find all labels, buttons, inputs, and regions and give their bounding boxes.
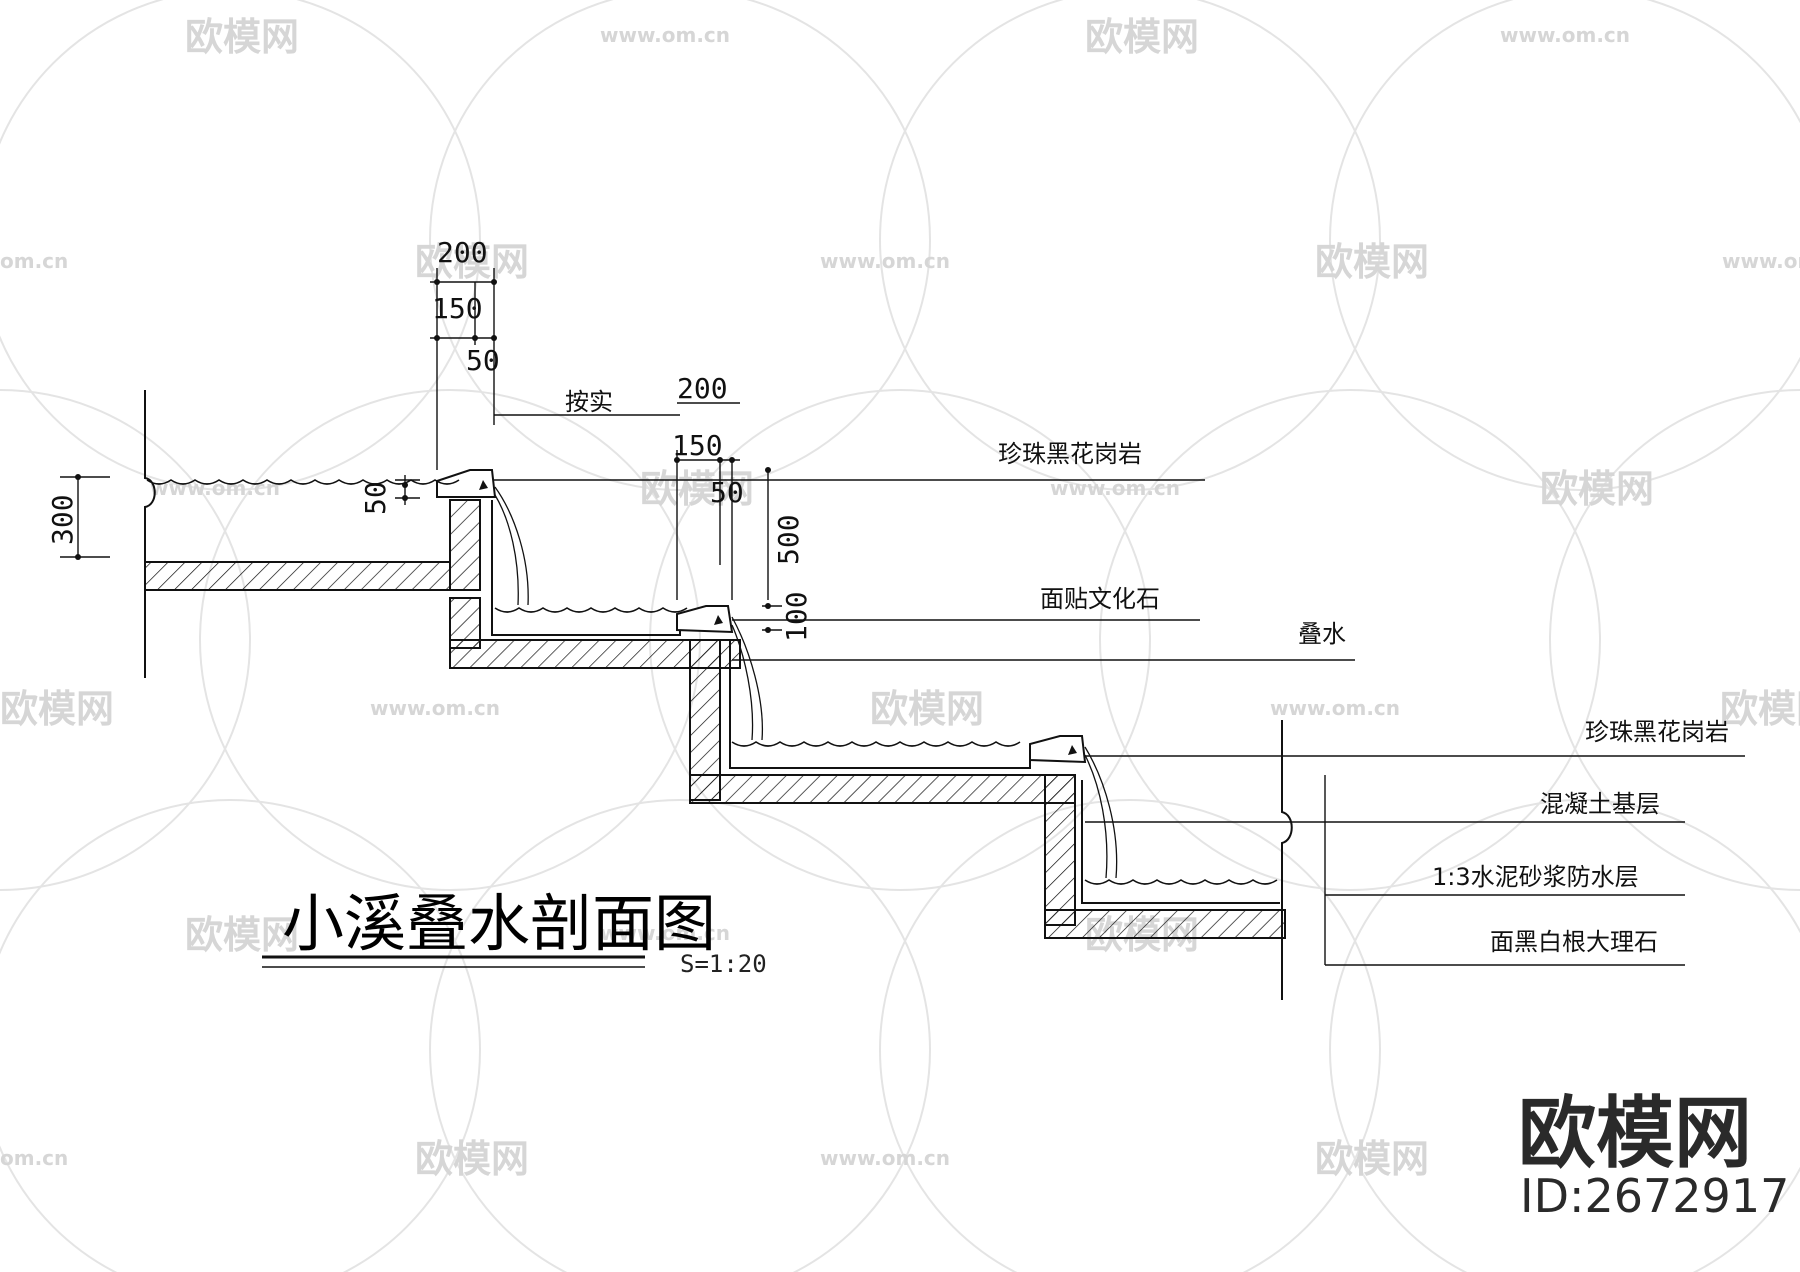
coping-1 — [436, 469, 497, 498]
liner-level-4 — [1081, 780, 1280, 904]
watermark-url: om.cn — [0, 1146, 68, 1170]
watermark-brand: 欧模网 — [870, 687, 984, 731]
label-culture-stone: 面贴文化石 — [1040, 585, 1160, 613]
label-marble: 面黑白根大理石 — [1490, 928, 1658, 956]
waterfall-streams — [494, 486, 1118, 879]
watermark-brand: 欧模网 — [185, 913, 299, 957]
drawing-scale: S=1:20 — [680, 950, 767, 978]
water-level-3 — [731, 741, 1021, 747]
slab-level-1 — [144, 561, 451, 591]
dim-50-left: 50 — [359, 481, 392, 515]
watermark-url: www.om.cn — [600, 921, 730, 945]
watermark-url: www.om.cn — [370, 696, 500, 720]
watermark-url: om.cn — [0, 249, 68, 273]
dim-150-mid: 150 — [672, 429, 723, 462]
watermark-brand: 欧模网 — [1085, 15, 1199, 59]
leader-lines — [494, 479, 1745, 966]
dim-50-top: 50 — [466, 344, 500, 377]
label-concrete-base: 混凝土基层 — [1540, 790, 1660, 818]
cascade-section — [144, 390, 1293, 1000]
watermark-url: www.om.cn — [820, 249, 950, 273]
material-labels: 珍珠黑花岗岩 面贴文化石 叠水 珍珠黑花岗岩 混凝土基层 1:3水泥砂浆防水层 … — [998, 440, 1729, 956]
wall-1-upper — [449, 499, 481, 591]
watermark-brand: 欧模网 — [1315, 1137, 1429, 1181]
watermark-brand: 欧模网 — [640, 467, 754, 511]
watermark-url: www.om.cn — [150, 476, 280, 500]
dim-200-mid: 200 — [677, 372, 728, 405]
watermark-brand: 欧模网 — [1720, 687, 1800, 731]
label-granite-top: 珍珠黑花岗岩 — [998, 440, 1142, 468]
watermark-brand: 欧模网 — [415, 1137, 529, 1181]
left-boundary — [144, 390, 156, 678]
label-waterproof: 1:3水泥砂浆防水层 — [1432, 863, 1639, 891]
watermark-url: www.om.cn — [600, 23, 730, 47]
watermark-url: www.om.cn — [1500, 23, 1630, 47]
water-level-4 — [1084, 879, 1278, 885]
watermark-url: www.om.cn — [1270, 696, 1400, 720]
coping-3 — [1029, 735, 1087, 764]
dimension-ticks — [75, 279, 771, 633]
watermark-brand: 欧模网 — [1540, 467, 1654, 511]
watermark-texts: 欧模网 www.om.cn 欧模网 www.om.cn om.cn 欧模网 ww… — [0, 15, 1800, 1181]
dim-150-top: 150 — [432, 292, 483, 325]
right-boundary — [1281, 720, 1293, 1000]
dim-500: 500 — [772, 514, 805, 565]
watermark-url: www.om.cn — [1722, 249, 1800, 273]
label-granite-right: 珍珠黑花岗岩 — [1585, 718, 1729, 746]
watermark-brand: 欧模网 — [0, 687, 114, 731]
wall-3 — [1044, 774, 1076, 926]
water-level-2 — [494, 607, 688, 613]
dimension-texts: 200 150 50 按实 200 150 50 500 100 300 50 — [46, 236, 813, 642]
coping-2 — [676, 605, 734, 634]
dim-50-mid: 50 — [710, 476, 744, 509]
watermark-brand: 欧模网 — [185, 15, 299, 59]
brand-name: 欧模网 — [1518, 1089, 1752, 1179]
dim-as-built: 按实 — [565, 388, 613, 416]
watermark-brand: 欧模网 — [415, 240, 529, 284]
dim-200-top: 200 — [437, 236, 488, 269]
dim-100: 100 — [780, 591, 813, 642]
drawing-title: 小溪叠水剖面图 — [282, 887, 716, 960]
label-cascade: 叠水 — [1298, 620, 1346, 648]
watermark-brand: 欧模网 — [1315, 240, 1429, 284]
slab-level-3 — [689, 774, 1076, 804]
title-block: 小溪叠水剖面图 S=1:20 — [262, 887, 767, 978]
slab-level-4 — [1044, 909, 1286, 939]
brand-stamp: 欧模网 ID:2672917 — [1518, 1089, 1789, 1223]
watermark-url: www.om.cn — [820, 1146, 950, 1170]
water-level-1 — [146, 479, 460, 485]
dim-300: 300 — [46, 494, 79, 545]
brand-id: ID:2672917 — [1520, 1169, 1789, 1223]
dimension-lines — [60, 268, 782, 631]
